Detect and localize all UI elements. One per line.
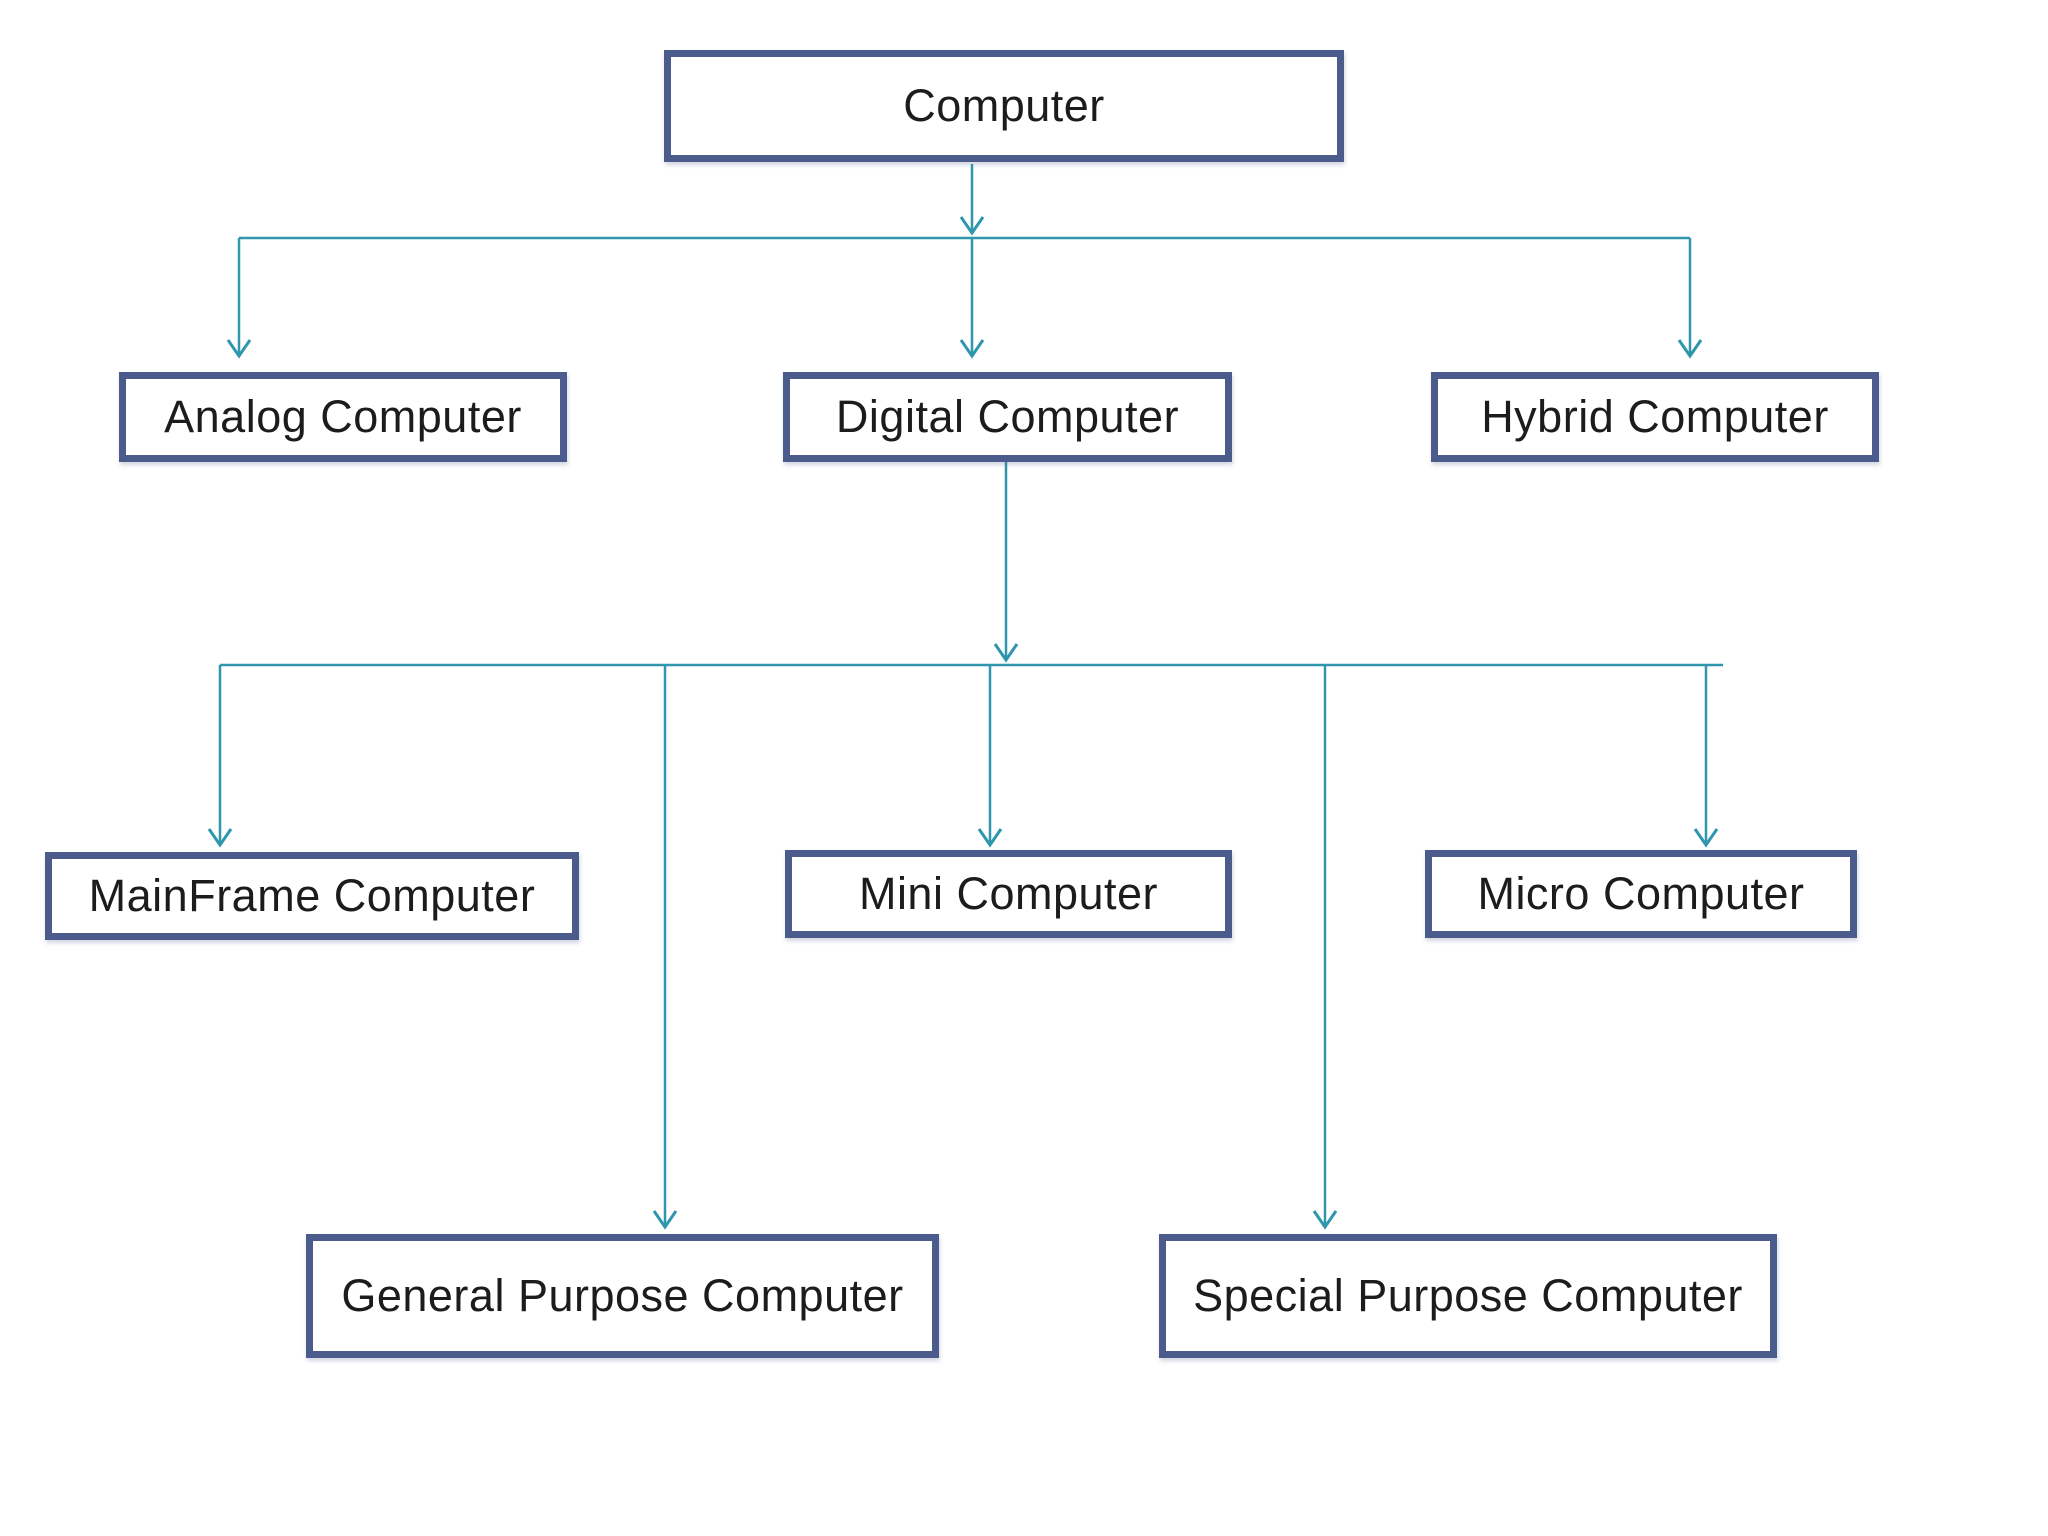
node-analog-computer: Analog Computer bbox=[119, 372, 567, 462]
node-general-purpose-computer: General Purpose Computer bbox=[306, 1234, 939, 1358]
node-computer-label: Computer bbox=[903, 80, 1105, 131]
node-mainframe-computer-label: MainFrame Computer bbox=[88, 870, 536, 921]
node-computer: Computer bbox=[664, 50, 1344, 162]
node-micro-computer-label: Micro Computer bbox=[1477, 868, 1805, 919]
node-hybrid-computer: Hybrid Computer bbox=[1431, 372, 1879, 462]
node-digital-computer: Digital Computer bbox=[783, 372, 1232, 462]
node-analog-computer-label: Analog Computer bbox=[164, 391, 522, 442]
node-special-purpose-computer-label: Special Purpose Computer bbox=[1193, 1270, 1743, 1321]
node-digital-computer-label: Digital Computer bbox=[835, 391, 1180, 442]
node-hybrid-computer-label: Hybrid Computer bbox=[1481, 391, 1829, 442]
node-micro-computer: Micro Computer bbox=[1425, 850, 1857, 938]
node-mainframe-computer: MainFrame Computer bbox=[45, 852, 579, 940]
node-mini-computer-label: Mini Computer bbox=[858, 868, 1159, 919]
node-mini-computer: Mini Computer bbox=[785, 850, 1232, 938]
node-special-purpose-computer: Special Purpose Computer bbox=[1159, 1234, 1777, 1358]
node-general-purpose-computer-label: General Purpose Computer bbox=[341, 1270, 904, 1321]
